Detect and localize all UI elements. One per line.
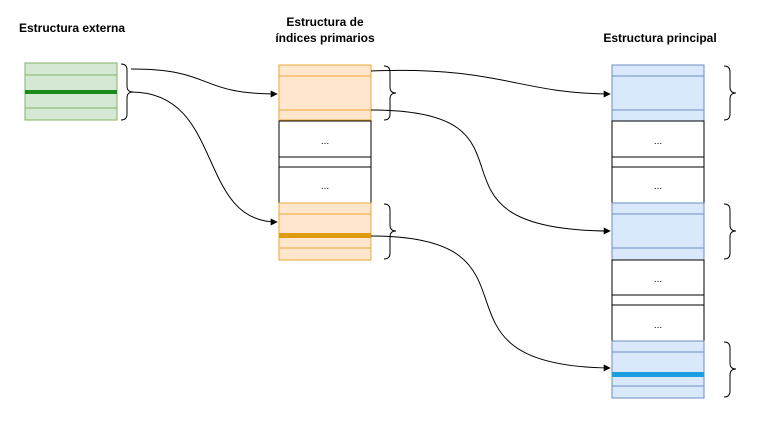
index-structure-title: Estructura de índices primarios xyxy=(255,14,395,46)
index-highlight-row xyxy=(279,233,371,238)
main-empty-block xyxy=(611,304,705,342)
index-ellipsis-2: ... xyxy=(321,181,329,192)
main-ellipsis-3: ... xyxy=(654,274,662,285)
index-structure xyxy=(278,64,397,261)
main-structure-title-text: Estructura principal xyxy=(603,31,717,45)
main-ellipsis-2: ... xyxy=(654,181,662,192)
index-ellipsis-1: ... xyxy=(321,136,329,147)
external-structure xyxy=(24,62,134,121)
main-empty-block xyxy=(611,259,705,296)
index-structure-title-line1: Estructura de xyxy=(286,15,364,29)
index-block-1 xyxy=(278,64,372,121)
arrow-index-to-main-2 xyxy=(370,109,611,235)
main-structure xyxy=(611,64,737,399)
index-structure-title-line2: índices primarios xyxy=(275,31,375,45)
index-brace-2 xyxy=(383,203,397,260)
external-structure-title: Estructura externa xyxy=(6,20,138,36)
main-empty-separator xyxy=(611,294,705,306)
external-highlight-row xyxy=(25,90,117,94)
main-brace-1 xyxy=(723,65,737,121)
main-highlight-row xyxy=(612,372,704,377)
main-structure-title: Estructura principal xyxy=(580,30,740,46)
index-empty-block xyxy=(278,166,372,204)
main-brace-3 xyxy=(723,341,737,398)
index-brace-1 xyxy=(383,65,397,121)
index-empty-separator xyxy=(278,156,372,168)
main-block-1 xyxy=(611,64,705,122)
main-brace-2 xyxy=(723,203,737,260)
external-structure-title-text: Estructura externa xyxy=(18,21,126,35)
arrow-external-to-index-2 xyxy=(130,91,278,226)
main-ellipsis-1: ... xyxy=(654,136,662,147)
arrow-index-to-main-3 xyxy=(370,235,611,372)
main-block-3 xyxy=(611,340,705,399)
index-block-2 xyxy=(278,202,372,261)
main-ellipsis-4: ... xyxy=(654,320,662,331)
main-empty-separator xyxy=(611,156,705,168)
arrow-index-to-main-1 xyxy=(370,69,611,98)
arrow-external-to-index-1 xyxy=(130,68,278,98)
main-block-2 xyxy=(611,202,705,261)
